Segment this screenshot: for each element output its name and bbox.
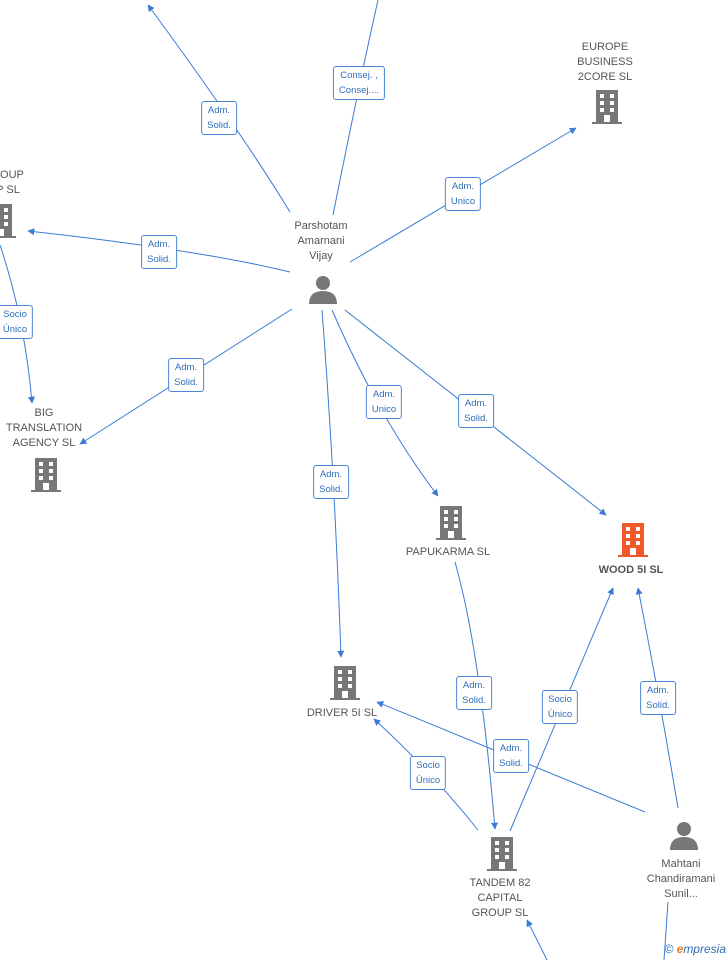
node-label-tandem[interactable]: TANDEM 82 CAPITAL GROUP SL (469, 877, 531, 919)
edge-label-adm-solid[interactable]: Adm. Solid. (168, 358, 204, 392)
edge-label-adm-unico[interactable]: Adm. Unico (365, 385, 403, 419)
focus-building-icon[interactable] (618, 523, 648, 557)
edge-line (526, 919, 548, 960)
edge-label-socio-unico[interactable]: Socio Único (0, 305, 34, 339)
person-icon[interactable] (669, 820, 699, 850)
node-label-group-partial[interactable]: ROUP P SL (0, 169, 24, 196)
edge-label-adm-solid[interactable]: Adm. Solid. (458, 394, 494, 428)
node-label-mahtani[interactable]: Mahtani Chandiramani Sunil... (646, 858, 716, 900)
brand-name: mpresia (683, 942, 726, 956)
building-icon[interactable] (487, 837, 517, 871)
edge-label-socio-unico[interactable]: Socio Único (541, 690, 579, 724)
empresia-watermark: © empresia (664, 942, 726, 956)
edge-label-adm-solid[interactable]: Adm. Solid. (493, 739, 529, 773)
brand-initial: e (676, 942, 684, 956)
copyright-icon: © (664, 942, 674, 956)
node-label-parshotam[interactable]: Parshotam Amarnani Vijay (294, 220, 348, 262)
building-icon[interactable] (592, 90, 622, 124)
edge-line (663, 901, 669, 960)
node-label-europe-business[interactable]: EUROPE BUSINESS 2CORE SL (577, 41, 633, 83)
building-icon[interactable] (330, 666, 360, 700)
node-label-driver5i[interactable]: DRIVER 5I SL (306, 707, 378, 719)
edge-line (27, 228, 291, 273)
edge-line (454, 561, 498, 830)
building-icon[interactable] (31, 458, 61, 492)
building-icon[interactable] (0, 204, 16, 238)
edge-label-adm-solid[interactable]: Adm. Solid. (456, 676, 492, 710)
edge-line (332, 0, 379, 216)
node-label-big-translation[interactable]: BIG TRANSLATION AGENCY SL (5, 407, 83, 449)
building-icon[interactable] (436, 506, 466, 540)
node-label-wood5i[interactable]: WOOD 5I SL (598, 564, 664, 576)
edge-label-consej[interactable]: Consej. , Consej.... (332, 66, 386, 100)
edge-label-socio-unico[interactable]: Socio Único (409, 756, 447, 790)
edge-label-adm-solid[interactable]: Adm. Solid. (313, 465, 349, 499)
edge-label-adm-solid[interactable]: Adm. Solid. (141, 235, 177, 269)
person-icon[interactable] (308, 274, 338, 304)
edge-label-adm-unico[interactable]: Adm. Unico (444, 177, 482, 211)
node-label-papukarma[interactable]: PAPUKARMA SL (405, 546, 491, 558)
edge-label-adm-solid[interactable]: Adm. Solid. (640, 681, 676, 715)
edge-label-adm-solid[interactable]: Adm. Solid. (201, 101, 237, 135)
